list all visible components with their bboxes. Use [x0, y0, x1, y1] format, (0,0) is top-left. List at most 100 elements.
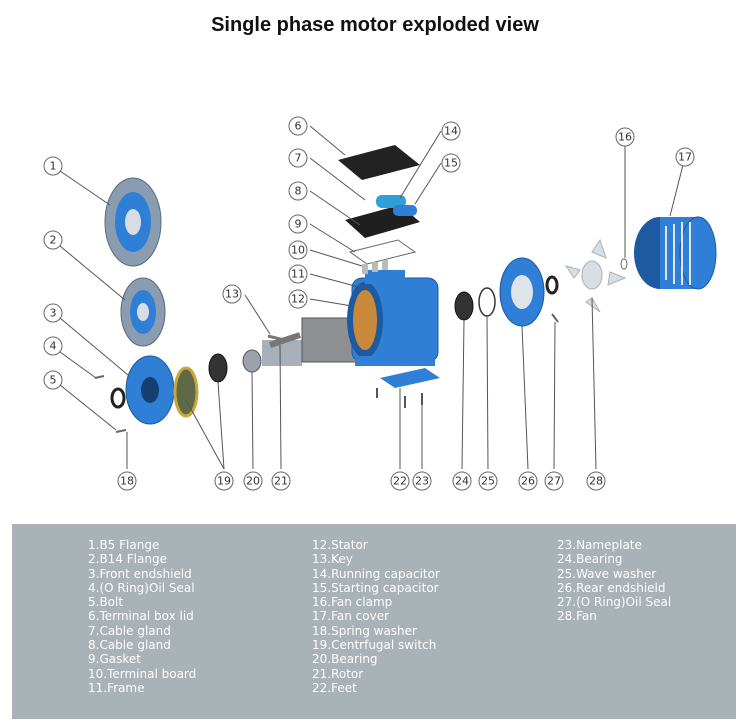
svg-text:10: 10 [291, 244, 305, 257]
legend-item: 6.Terminal box lid [88, 609, 194, 624]
svg-text:8: 8 [295, 185, 302, 198]
callout-4: 4 [43, 336, 63, 356]
rotor-part [242, 317, 359, 373]
fan-clamp-part [620, 258, 628, 270]
legend-item: 14.Running capacitor [312, 566, 440, 581]
svg-text:9: 9 [295, 218, 302, 231]
svg-text:3: 3 [50, 307, 57, 320]
fan-part [564, 238, 627, 313]
legend-item: 7.Cable gland [88, 623, 171, 638]
callout-3: 3 [43, 303, 63, 323]
rear-bolt-part [551, 313, 559, 323]
rear-oil-seal-part [545, 275, 559, 295]
legend-item: 18.Spring washer [312, 623, 417, 638]
legend-item: 20.Bearing [312, 652, 378, 667]
svg-text:17: 17 [678, 151, 692, 164]
svg-text:16: 16 [618, 131, 632, 144]
callouts: 1 2 3 4 5 6 7 8 9 10 11 12 13 14 15 16 1… [43, 116, 695, 491]
legend-item: 3.Front endshield [88, 566, 192, 581]
svg-text:1: 1 [50, 160, 57, 173]
svg-text:13: 13 [225, 288, 239, 301]
svg-text:25: 25 [481, 475, 495, 488]
fan-cover-part [634, 216, 717, 290]
callout-18: 18 [117, 471, 137, 491]
callout-21: 21 [271, 471, 291, 491]
svg-text:5: 5 [50, 374, 57, 387]
svg-text:4: 4 [50, 340, 57, 353]
callout-24: 24 [452, 471, 472, 491]
rear-bearing-part [454, 291, 474, 321]
legend-item: 23.Nameplate [557, 538, 642, 552]
callout-6: 6 [288, 116, 308, 136]
callout-11: 11 [288, 264, 308, 284]
legend-item: 17.Fan cover [312, 609, 390, 624]
legend-item: 10.Terminal board [88, 666, 197, 681]
legend-item: 4.(O Ring)Oil Seal [88, 580, 195, 595]
feet-part [380, 368, 440, 388]
legend-item: 28.Fan [557, 609, 597, 624]
svg-text:28: 28 [589, 475, 603, 488]
legend-item: 8.Cable gland [88, 638, 171, 653]
svg-text:14: 14 [444, 125, 458, 138]
legend-item: 25.Wave washer [557, 566, 657, 581]
front-endshield-part [125, 355, 175, 425]
legend-column-2: 12.Stator 13.Key 14.Running capacitor 15… [312, 538, 440, 695]
legend-item: 5.Bolt [88, 595, 124, 610]
svg-text:6: 6 [295, 120, 302, 133]
svg-text:19: 19 [217, 475, 231, 488]
feet-bolts [376, 388, 423, 408]
legend-item: 22.Feet [312, 680, 357, 695]
rear-endshield-part [499, 257, 545, 327]
callout-28: 28 [586, 471, 606, 491]
parts-legend: 1.B5 Flange 2.B14 Flange 3.Front endshie… [12, 524, 736, 719]
callout-12: 12 [288, 289, 308, 309]
callout-26: 26 [518, 471, 538, 491]
oil-seal-part [110, 387, 126, 409]
starting-capacitor-part [393, 205, 417, 216]
legend-item: 21.Rotor [312, 666, 364, 681]
legend-column-3: 23.Nameplate 24.Bearing 25.Wave washer 2… [557, 538, 671, 624]
callout-1: 1 [43, 156, 63, 176]
callout-10: 10 [288, 240, 308, 260]
callout-22: 22 [390, 471, 410, 491]
svg-text:15: 15 [444, 157, 458, 170]
callout-7: 7 [288, 148, 308, 168]
legend-item: 9.Gasket [88, 652, 141, 667]
callout-14: 14 [441, 121, 461, 141]
callout-17: 17 [675, 147, 695, 167]
legend-item: 2.B14 Flange [88, 552, 167, 567]
callout-20: 20 [243, 471, 263, 491]
svg-text:26: 26 [521, 475, 535, 488]
svg-text:23: 23 [415, 475, 429, 488]
callout-2: 2 [43, 230, 63, 250]
legend-item: 26.Rear endshield [557, 580, 666, 595]
callout-15: 15 [441, 153, 461, 173]
key-part [267, 334, 285, 342]
svg-text:7: 7 [295, 152, 302, 165]
callout-9: 9 [288, 214, 308, 234]
svg-text:11: 11 [291, 268, 305, 281]
front-bearing-part [208, 353, 228, 383]
callout-25: 25 [478, 471, 498, 491]
terminal-board-part [362, 260, 388, 274]
legend-item: 13.Key [312, 552, 353, 567]
svg-text:27: 27 [547, 475, 561, 488]
callout-8: 8 [288, 181, 308, 201]
callout-23: 23 [412, 471, 432, 491]
b14-flange-part [120, 277, 166, 347]
callout-13: 13 [222, 284, 242, 304]
legend-item: 15.Starting capacitor [312, 580, 439, 595]
svg-text:20: 20 [246, 475, 260, 488]
legend-item: 12.Stator [312, 538, 368, 552]
legend-item: 27.(O Ring)Oil Seal [557, 595, 672, 610]
svg-text:2: 2 [50, 234, 57, 247]
legend-item: 24.Bearing [557, 552, 623, 567]
gasket-part [348, 239, 417, 265]
frame-part [347, 270, 439, 366]
svg-text:12: 12 [291, 293, 305, 306]
legend-item: 19.Centrfugal switch [312, 638, 437, 653]
svg-text:21: 21 [274, 475, 288, 488]
callout-5: 5 [43, 370, 63, 390]
legend-column-1: 1.B5 Flange 2.B14 Flange 3.Front endshie… [88, 538, 196, 695]
centrifugal-switch-part [173, 366, 199, 418]
